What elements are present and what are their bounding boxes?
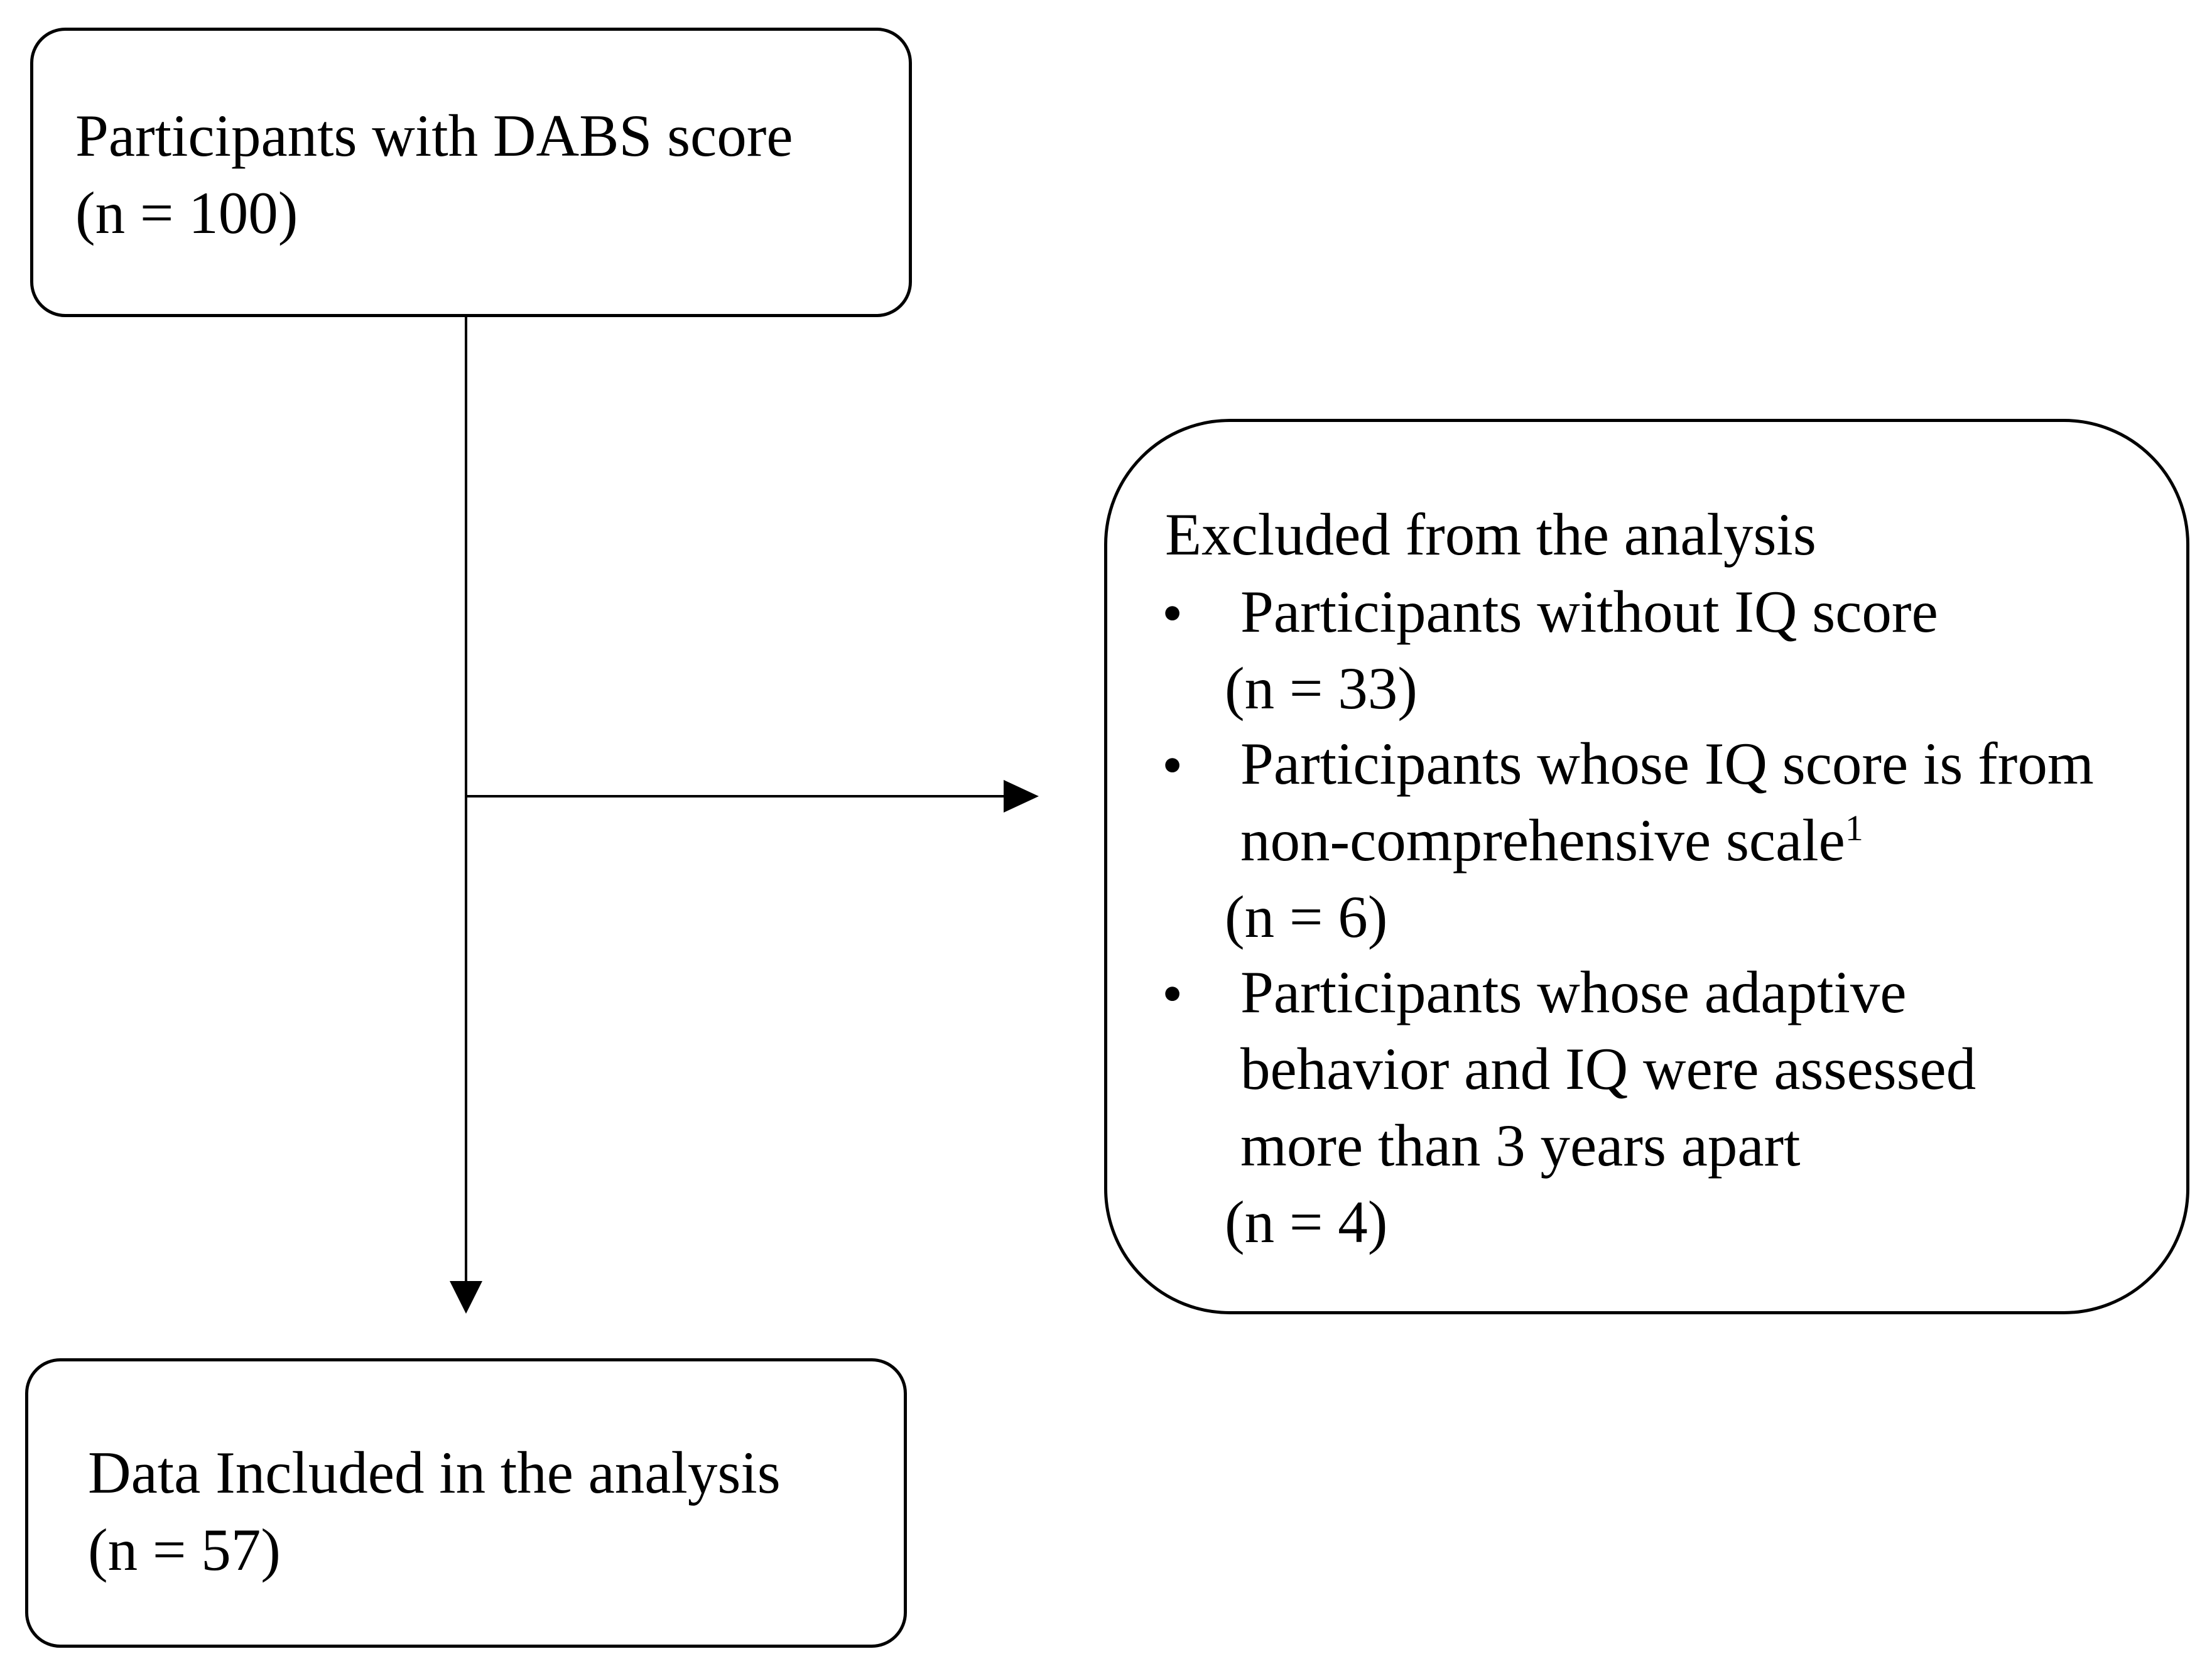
included-box	[25, 1358, 907, 1648]
excluded-item-2-count: (n = 6)	[1225, 884, 1388, 950]
participants-box-text: Participants with DABS score (n = 100)	[75, 97, 793, 252]
footnote-marker: 1	[1845, 808, 1863, 848]
participants-label: Participants with DABS score	[75, 102, 793, 169]
included-box-text: Data Included in the analysis (n = 57)	[88, 1434, 781, 1589]
excluded-box	[1104, 419, 2189, 1314]
excluded-item-1-count: (n = 33)	[1225, 655, 1418, 722]
excluded-item-3-line-1: Participants whose adaptive	[1240, 959, 1907, 1025]
excluded-item-1-line-1: Participants without IQ score	[1240, 578, 1938, 645]
excluded-item-2-line-2: non-comprehensive scale1	[1240, 802, 1863, 879]
participants-box	[30, 28, 912, 317]
included-count: (n = 57)	[88, 1517, 281, 1583]
right-arrowhead	[1004, 780, 1039, 813]
bullet-3: •	[1162, 960, 1183, 1027]
included-label: Data Included in the analysis	[88, 1439, 781, 1506]
excluded-item-3-line-2: behavior and IQ were assessed	[1240, 1035, 1976, 1102]
excluded-item-3-line-3: more than 3 years apart	[1240, 1112, 1801, 1179]
excluded-item-3-count: (n = 4)	[1225, 1189, 1388, 1255]
participants-count: (n = 100)	[75, 180, 298, 246]
bullet-2: •	[1162, 732, 1183, 798]
bullet-1: •	[1162, 580, 1183, 646]
excluded-item-2-line-2-text: non-comprehensive scale	[1240, 807, 1845, 873]
down-arrowhead	[450, 1281, 482, 1314]
excluded-item-2-line-1: Participants whose IQ score is from	[1240, 730, 2094, 797]
excluded-title: Excluded from the analysis	[1165, 501, 1816, 568]
